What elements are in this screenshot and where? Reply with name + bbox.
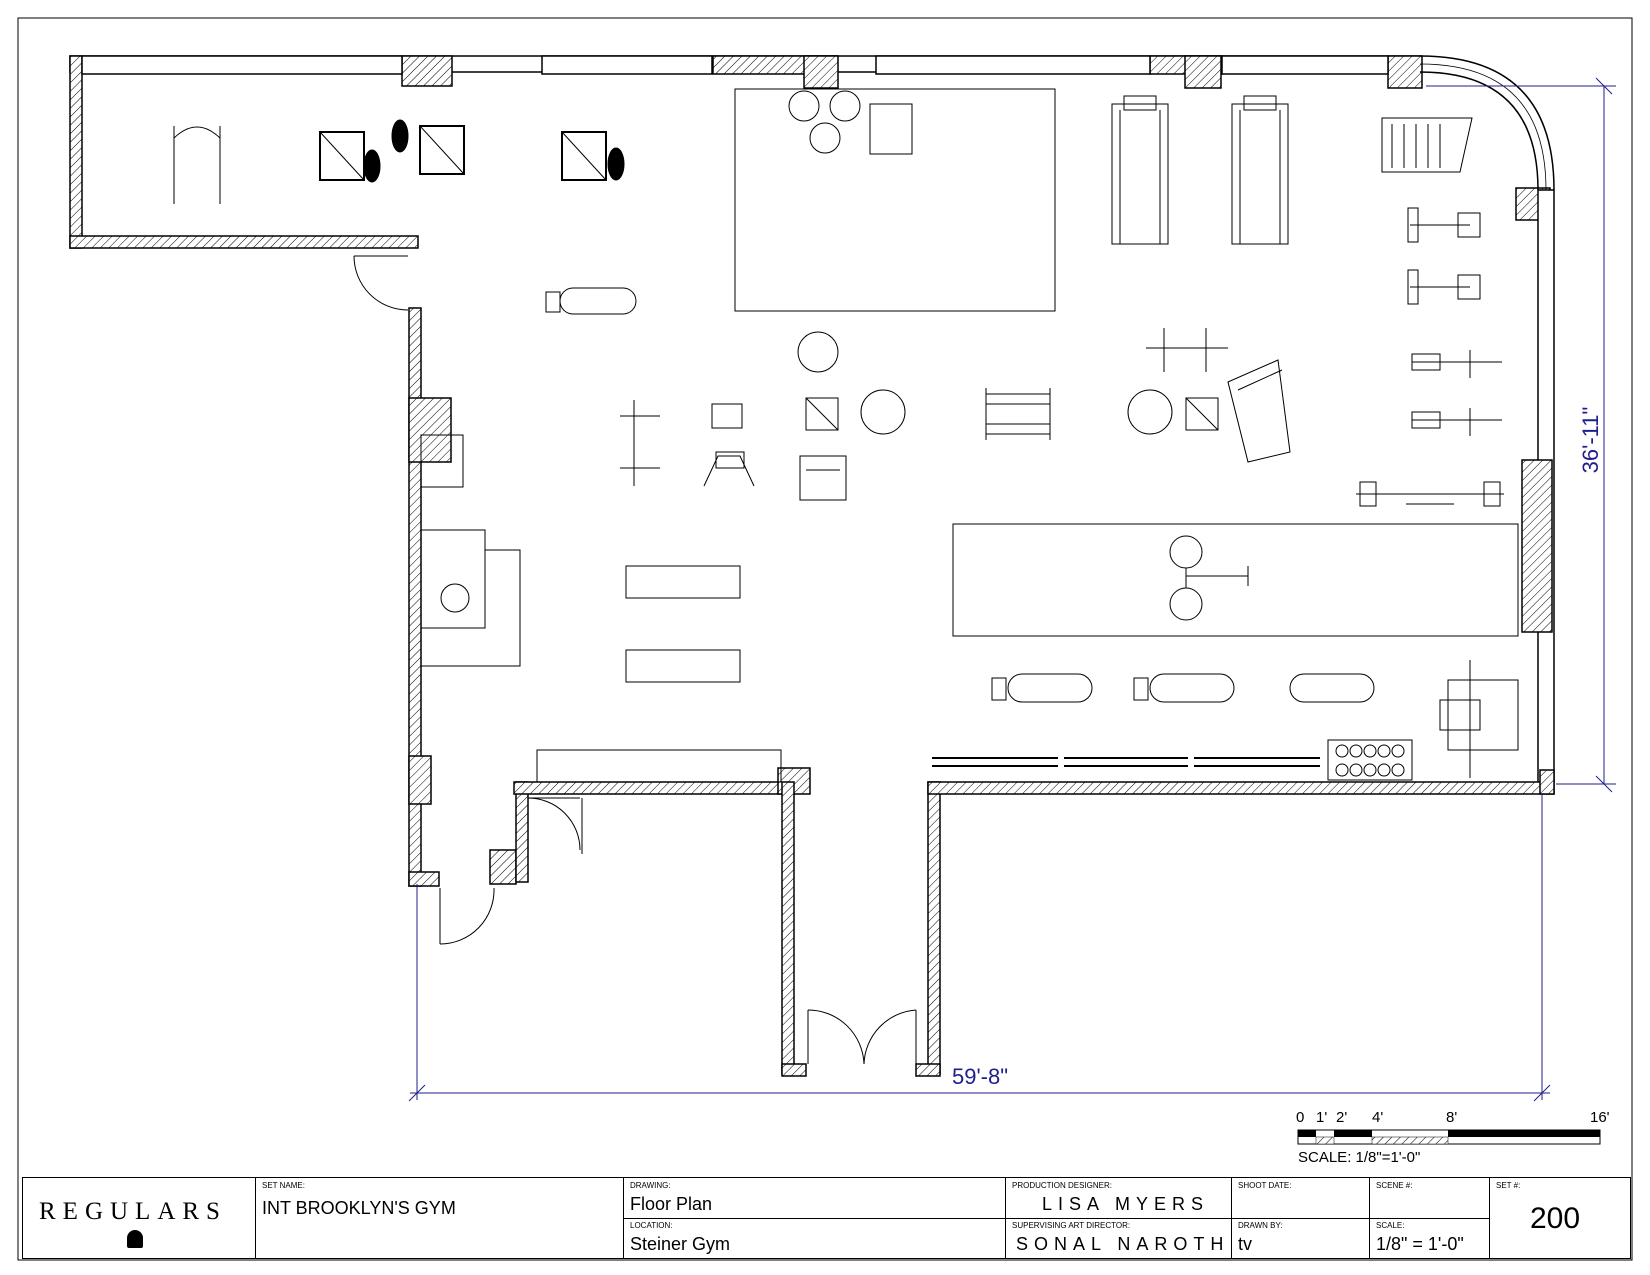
scale-tick-label: 4' bbox=[1372, 1109, 1383, 1126]
scale-label-tb: SCALE: bbox=[1376, 1221, 1405, 1230]
floor-mat-east bbox=[952, 523, 1519, 637]
shoot-date-label: SHOOT DATE: bbox=[1238, 1181, 1292, 1190]
pec-fly-machine bbox=[173, 126, 221, 204]
power-rack bbox=[1439, 660, 1519, 778]
cable-machine-2 bbox=[799, 455, 847, 501]
set-number-value: 200 bbox=[1530, 1202, 1581, 1235]
treadmill-1 bbox=[1111, 103, 1169, 245]
width-dimension: 59'-8" bbox=[952, 1064, 1008, 1089]
set-name-label: SET NAME: bbox=[262, 1181, 305, 1190]
plate-rack bbox=[1327, 739, 1413, 781]
dumbbell-cluster-2 bbox=[1146, 328, 1228, 372]
flat-bench-center bbox=[985, 388, 1051, 440]
set-number-label: SET #: bbox=[1496, 1181, 1521, 1190]
location-label: LOCATION: bbox=[630, 1221, 673, 1230]
exercise-bike-3 bbox=[1411, 350, 1502, 378]
height-dimension: 36'-11" bbox=[1578, 407, 1603, 474]
scale-tick-label: 2' bbox=[1336, 1109, 1347, 1126]
weight-bench-1 bbox=[991, 673, 1093, 703]
treadmill-2 bbox=[1231, 103, 1289, 245]
bench-pad-1 bbox=[625, 565, 741, 599]
leg-press bbox=[1227, 359, 1291, 463]
drawing-cell: DRAWING: Floor Plan LOCATION: Steiner Gy… bbox=[623, 1178, 1005, 1258]
doors bbox=[353, 255, 917, 1065]
exercise-bike-2 bbox=[1407, 269, 1481, 305]
location-value: Steiner Gym bbox=[630, 1234, 731, 1254]
scale-tick-label: 16' bbox=[1590, 1109, 1610, 1126]
designer-cell: PRODUCTION DESIGNER: LISA MYERS SUPERVIS… bbox=[1005, 1178, 1231, 1258]
scale-tick-labels: 0 1' 2' 4' 8' 16' bbox=[1296, 1109, 1610, 1126]
barbell-rack bbox=[1356, 481, 1504, 507]
counter bbox=[536, 749, 782, 783]
supervising-art-director-label: SUPERVISING ART DIRECTOR: bbox=[1012, 1221, 1131, 1230]
exercise-bike-1 bbox=[1407, 207, 1481, 243]
dimension-lines bbox=[408, 77, 1616, 1102]
scene-cell: SCENE #: SCALE: 1/8" = 1'-0" bbox=[1369, 1178, 1489, 1258]
scale-bar bbox=[1297, 1129, 1601, 1145]
scale-value: 1/8" = 1'-0" bbox=[1376, 1234, 1464, 1254]
weight-bench-2 bbox=[1133, 673, 1235, 703]
dumbbell-cluster-1 bbox=[620, 400, 660, 486]
reception-desk bbox=[421, 529, 521, 667]
weight-bench-4 bbox=[545, 287, 637, 315]
set-name-value: INT BROOKLYN'S GYM bbox=[262, 1198, 456, 1218]
barbell-on-mat bbox=[1169, 535, 1249, 621]
walls bbox=[69, 55, 1555, 1077]
drawn-by-label: DRAWN BY: bbox=[1238, 1221, 1283, 1230]
drawn-by-value: tv bbox=[1238, 1234, 1253, 1254]
wall-cabinet bbox=[420, 434, 464, 488]
scale-tick-label: 0 bbox=[1296, 1109, 1304, 1126]
sheet-border bbox=[17, 17, 1633, 1261]
shoot-date-cell: SHOOT DATE: DRAWN BY: tv bbox=[1231, 1178, 1369, 1258]
curved-corner-wall bbox=[1419, 55, 1555, 191]
scale-label: SCALE: 1/8"=1'-0" bbox=[1298, 1149, 1420, 1166]
production-designer-label: PRODUCTION DESIGNER: bbox=[1012, 1181, 1113, 1190]
chest-press-1 bbox=[319, 131, 365, 181]
production-designer-value: LISA MYERS bbox=[1042, 1194, 1210, 1214]
chest-press-3 bbox=[561, 131, 607, 181]
set-name-cell: SET NAME: INT BROOKLYN'S GYM bbox=[255, 1178, 623, 1258]
dumbbell-rack-row bbox=[932, 757, 1320, 767]
floor-mat-north bbox=[734, 88, 1056, 312]
weight-bench-3 bbox=[1289, 673, 1375, 703]
title-block: REGULARS SET NAME: INT BROOKLYN'S GYM DR… bbox=[22, 1177, 1631, 1259]
drawing-label: DRAWING: bbox=[630, 1181, 671, 1190]
supervising-art-director-value: SONAL NAROTH bbox=[1016, 1234, 1230, 1254]
bench-pad-2 bbox=[625, 649, 741, 683]
scene-label: SCENE #: bbox=[1376, 1181, 1413, 1190]
logo-person-icon bbox=[127, 1230, 143, 1248]
logo-text: REGULARS bbox=[39, 1198, 227, 1225]
logo-cell: REGULARS bbox=[23, 1178, 255, 1258]
scale-tick-label: 1' bbox=[1316, 1109, 1327, 1126]
chest-press-2 bbox=[419, 125, 465, 175]
stair-climber bbox=[1381, 117, 1473, 173]
scale-tick-label: 8' bbox=[1446, 1109, 1457, 1126]
set-number-cell: SET #: 200 bbox=[1489, 1178, 1630, 1258]
exercise-bike-4 bbox=[1411, 408, 1502, 436]
equipment bbox=[173, 88, 1519, 783]
cable-machine-1 bbox=[703, 403, 755, 487]
drawing-value: Floor Plan bbox=[630, 1194, 713, 1214]
